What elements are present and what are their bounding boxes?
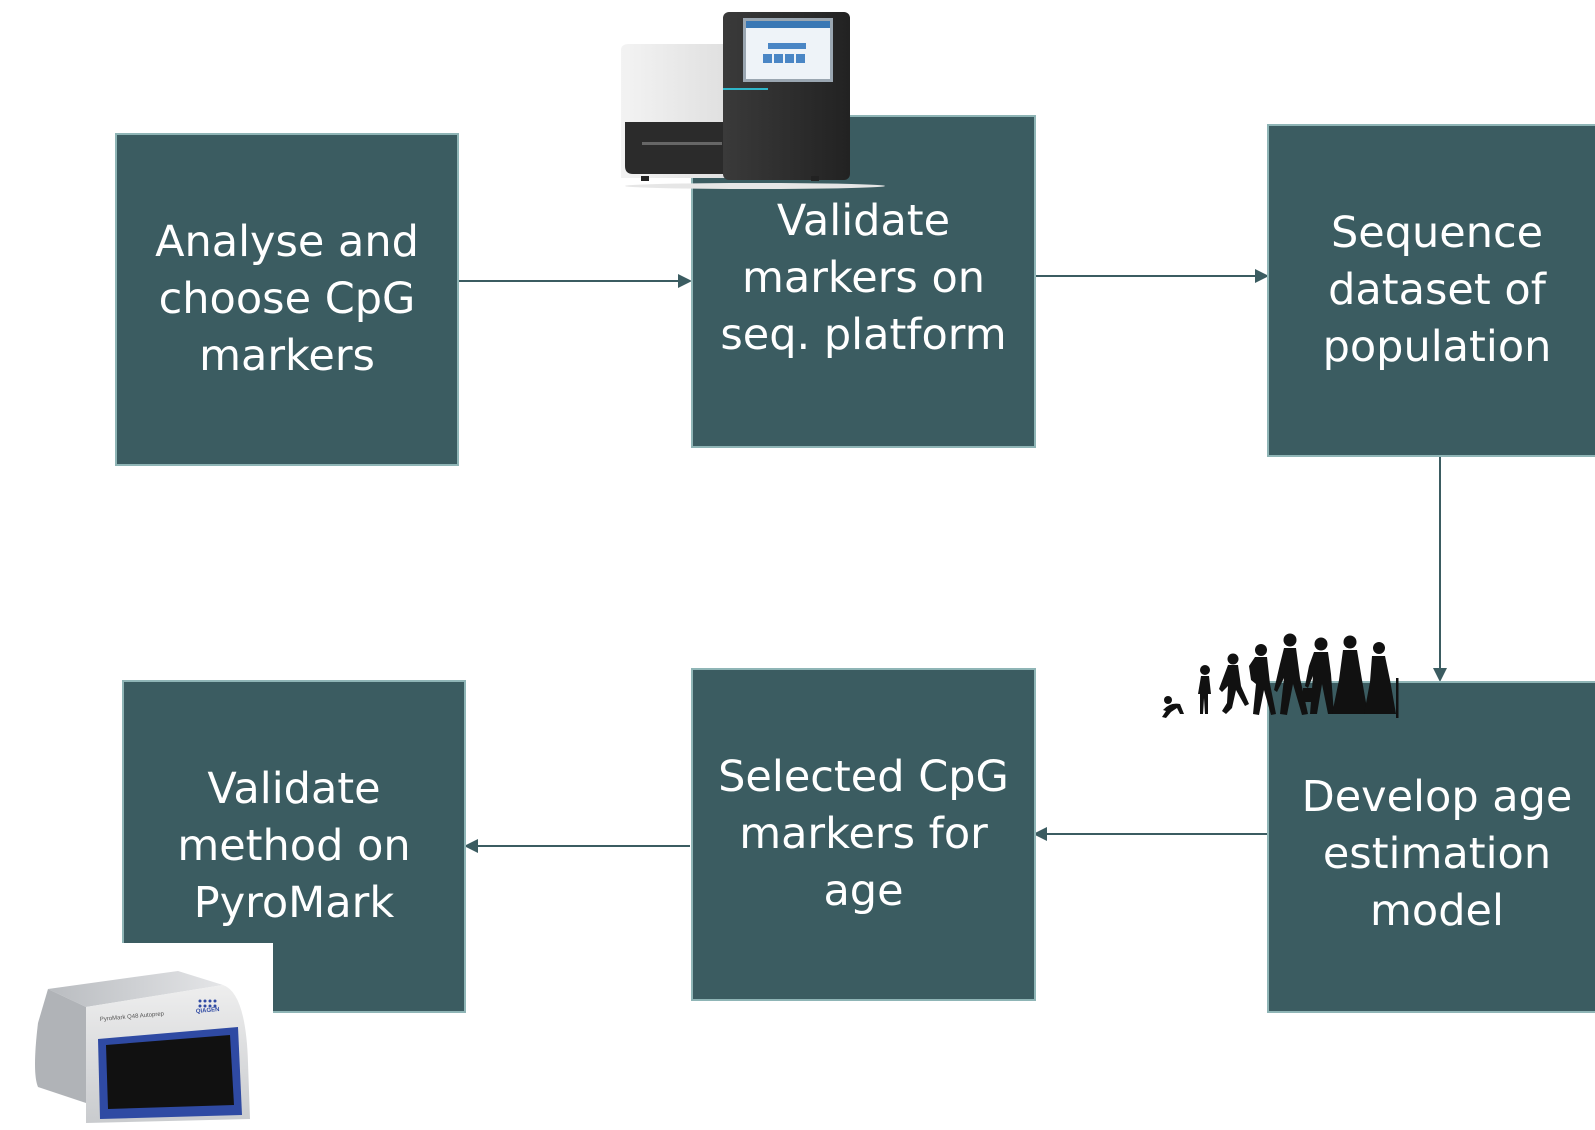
pyromark-instrument-icon: PyroMark Q48 Autoprep QIAGEN bbox=[8, 943, 273, 1130]
step-analyse-choose-markers: Analyse and choose CpG markers bbox=[115, 133, 459, 466]
sequencer-instrument-icon bbox=[621, 12, 885, 189]
pyromark-brand-text: QIAGEN bbox=[196, 1007, 220, 1015]
step-label: Validate markers on seq. platform bbox=[720, 196, 1007, 360]
step-label: Sequence dataset of population bbox=[1322, 208, 1552, 372]
step-label: Develop age estimation model bbox=[1301, 771, 1573, 936]
step-label: Validate method on PyroMark bbox=[177, 764, 411, 928]
step-sequence-dataset: Sequence dataset of population bbox=[1267, 124, 1595, 457]
human-ageing-silhouettes-icon bbox=[1162, 633, 1399, 718]
step-label: Selected CpG markers for age bbox=[718, 752, 1009, 916]
step-label: Analyse and choose CpG markers bbox=[155, 217, 419, 381]
step-selected-cpg-markers: Selected CpG markers for age bbox=[691, 668, 1036, 1001]
pyromark-model-text: PyroMark Q48 Autoprep bbox=[100, 1011, 165, 1023]
step-develop-age-model: Develop age estimation model bbox=[1267, 681, 1595, 1013]
